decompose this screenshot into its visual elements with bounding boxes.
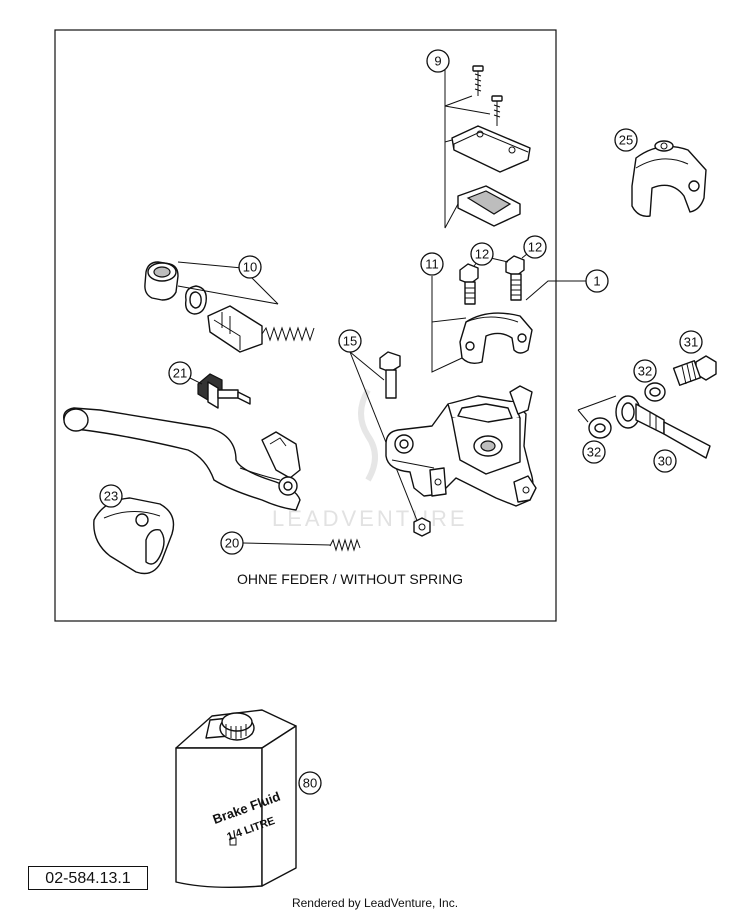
callout-31: 31 bbox=[679, 330, 703, 354]
clamp-bolt-group bbox=[431, 249, 533, 373]
brake-hose-group bbox=[577, 355, 717, 459]
callout-25: 25 bbox=[614, 128, 638, 152]
callout-11: 11 bbox=[420, 252, 444, 276]
svg-text:20: 20 bbox=[225, 536, 239, 551]
svg-text:23: 23 bbox=[104, 489, 118, 504]
handlebar-clamp-25 bbox=[631, 140, 707, 217]
svg-text:21: 21 bbox=[173, 366, 187, 381]
svg-text:30: 30 bbox=[658, 454, 672, 469]
callout-30: 30 bbox=[653, 449, 677, 473]
lever-spring-20 bbox=[242, 538, 361, 552]
callout-32: 32 bbox=[582, 440, 606, 464]
leader-1 bbox=[525, 280, 586, 301]
cover-screw bbox=[491, 95, 503, 126]
svg-text:10: 10 bbox=[243, 260, 257, 275]
svg-text:32: 32 bbox=[587, 445, 601, 460]
svg-text:32: 32 bbox=[638, 364, 652, 379]
callout-23: 23 bbox=[99, 484, 123, 508]
cover-screw bbox=[472, 65, 484, 96]
callout-21: 21 bbox=[168, 361, 192, 385]
reservoir-cover bbox=[451, 125, 531, 173]
svg-text:1: 1 bbox=[593, 274, 600, 289]
svg-text:80: 80 bbox=[303, 776, 317, 791]
svg-text:12: 12 bbox=[528, 240, 542, 255]
svg-text:12: 12 bbox=[475, 247, 489, 262]
assembly-frame bbox=[54, 29, 557, 622]
pivot-bolt-15 bbox=[349, 351, 431, 537]
callout-80: 80 bbox=[298, 771, 322, 795]
callout-12: 12 bbox=[470, 242, 494, 266]
adjuster-21 bbox=[189, 373, 251, 409]
brake-lever bbox=[63, 407, 301, 511]
caption-without-spring: OHNE FEDER / WITHOUT SPRING bbox=[237, 571, 463, 587]
svg-text:15: 15 bbox=[343, 334, 357, 349]
svg-text:25: 25 bbox=[619, 133, 633, 148]
callout-10: 10 bbox=[238, 255, 262, 279]
reference-number: 02-584.13.1 bbox=[28, 866, 148, 890]
reservoir-cover-group bbox=[444, 65, 531, 229]
lever-guard-23 bbox=[93, 497, 175, 575]
piston-kit-group bbox=[144, 261, 315, 353]
svg-text:31: 31 bbox=[684, 335, 698, 350]
callout-12: 12 bbox=[523, 235, 547, 259]
svg-text:11: 11 bbox=[425, 257, 439, 272]
callout-1: 1 bbox=[585, 269, 609, 293]
callout-32: 32 bbox=[633, 359, 657, 383]
svg-text:9: 9 bbox=[434, 54, 441, 69]
pivot-nut bbox=[413, 517, 431, 537]
brake-fluid-bottle: Brake Fluid 1/4 LITRE bbox=[175, 709, 297, 889]
callout-15: 15 bbox=[338, 329, 362, 353]
render-credit: Rendered by LeadVenture, Inc. bbox=[291, 896, 459, 910]
master-cylinder-body bbox=[385, 385, 537, 507]
watermark: LEADVENTURE bbox=[272, 388, 468, 531]
watermark-text: LEADVENTURE bbox=[272, 506, 468, 531]
callout-9: 9 bbox=[426, 49, 450, 73]
callout-20: 20 bbox=[220, 531, 244, 555]
